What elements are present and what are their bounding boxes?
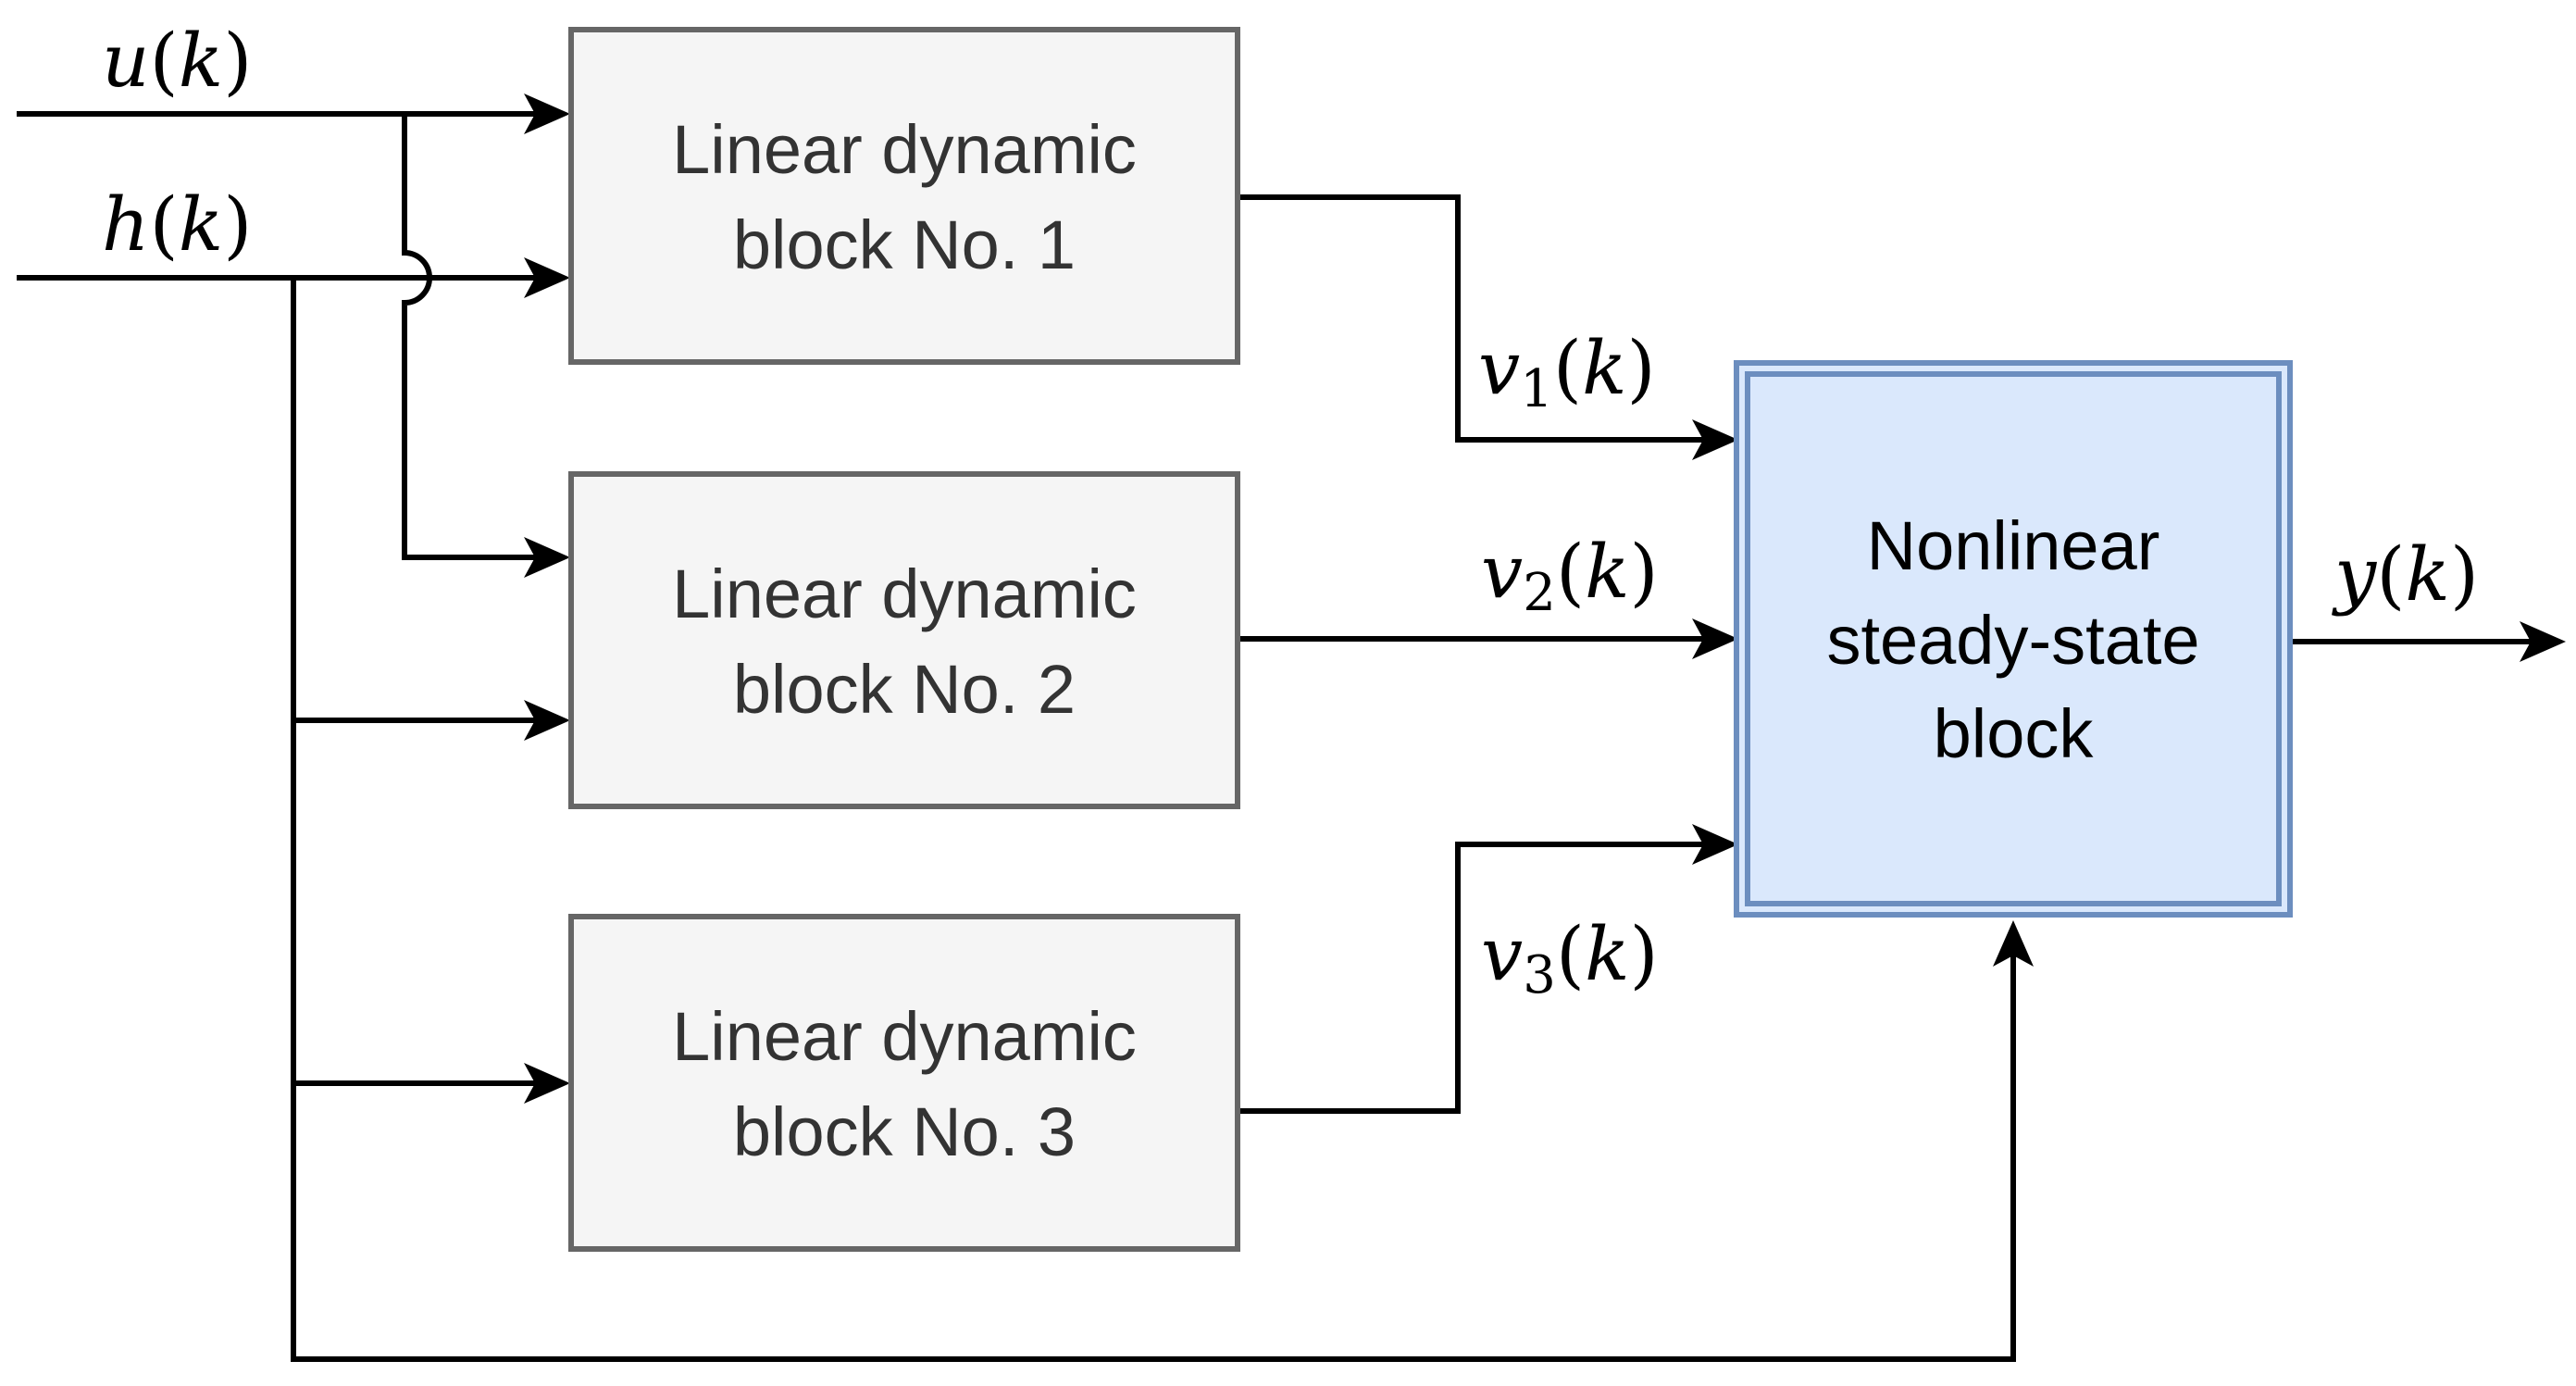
linear-block-3: Linear dynamic block No. 3 [568, 914, 1240, 1252]
arrowhead-h-to-block1 [524, 257, 570, 298]
label-v3-k: v3(k) [1481, 911, 1659, 1005]
arrowhead-v3 [1692, 824, 1738, 865]
linear-block-3-line1: Linear dynamic [672, 998, 1137, 1075]
linear-block-2: Linear dynamic block No. 2 [568, 471, 1240, 809]
label-u-k: u(k) [102, 18, 252, 104]
arrowhead-v1 [1692, 419, 1738, 460]
arrowhead-u-to-block1 [524, 94, 570, 134]
arrowhead-u-to-block2 [524, 537, 570, 578]
arrowhead-h-to-nonlinear [1993, 920, 2034, 967]
label-y-k: y(k) [2332, 531, 2479, 618]
u-branch-wire [402, 114, 537, 560]
v3-wire [1240, 842, 1703, 1114]
linear-block-1-line2: block No. 1 [733, 206, 1076, 283]
label-v1-k: v1(k) [1478, 325, 1656, 419]
label-v2-k: v2(k) [1481, 529, 1659, 623]
arrowhead-v2 [1692, 618, 1738, 659]
nonlinear-block-line2: steady-state [1826, 602, 2199, 679]
nonlinear-block: Nonlinear steady-state block [1734, 360, 2293, 918]
v1-wire [1238, 194, 1703, 443]
linear-block-1: Linear dynamic block No. 1 [568, 27, 1240, 365]
linear-block-2-line2: block No. 2 [733, 651, 1076, 728]
arrowhead-h-to-block3 [524, 1063, 570, 1104]
nonlinear-block-line3: block [1934, 695, 2095, 772]
arrowhead-h-to-block2 [524, 700, 570, 741]
linear-block-1-line1: Linear dynamic [672, 111, 1137, 188]
nonlinear-block-line1: Nonlinear [1867, 507, 2160, 584]
linear-block-2-line1: Linear dynamic [672, 556, 1137, 632]
arrowhead-y [2520, 621, 2566, 662]
linear-block-3-line2: block No. 3 [733, 1093, 1076, 1170]
label-h-k: h(k) [102, 181, 252, 268]
h-trunk-wire [291, 278, 2016, 1362]
